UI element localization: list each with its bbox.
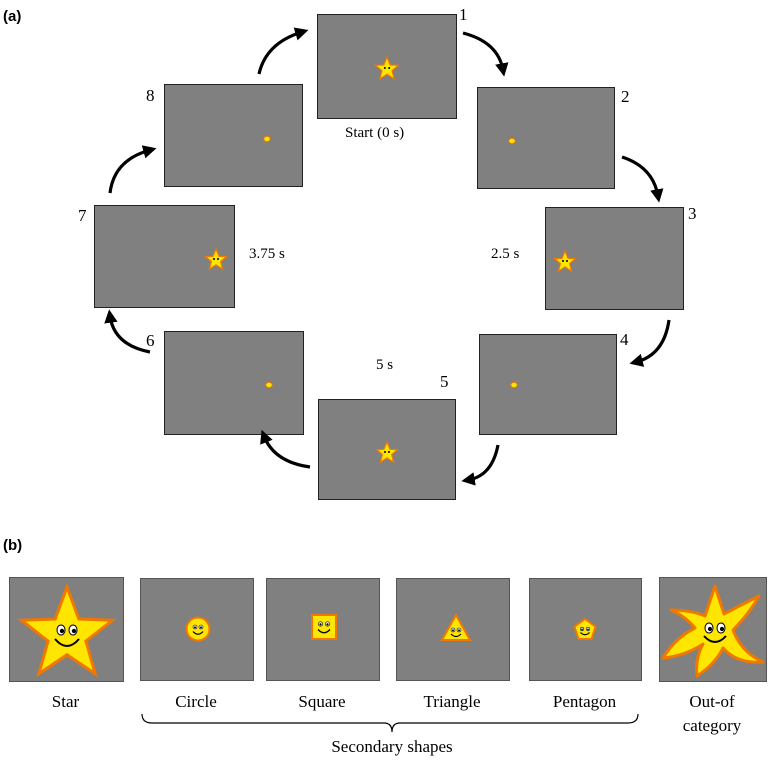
star-stimulus-icon	[373, 55, 401, 81]
triangle-icon	[440, 612, 472, 641]
arrow-5-to-6	[260, 429, 311, 469]
frame-number-2: 2	[621, 87, 630, 106]
label-star: Star	[51, 692, 80, 711]
arrow-6-to-7	[104, 309, 151, 354]
circle-box	[140, 578, 254, 681]
screen-frame-1	[317, 14, 457, 119]
arrow-2-to-3	[621, 155, 664, 203]
frame-number-4: 4	[620, 330, 629, 349]
out-of-category-icon	[661, 584, 765, 678]
frame-number-7: 7	[78, 206, 87, 225]
time-label-2-5s: 2.5 s	[491, 246, 520, 262]
label-circle: Circle	[175, 692, 217, 711]
dot-stimulus-icon	[508, 137, 516, 145]
screen-frame-4	[479, 334, 617, 435]
screen-frame-6	[164, 331, 304, 435]
star-icon	[17, 582, 117, 678]
square-box	[266, 578, 380, 681]
panel-b-label: (b)	[3, 537, 23, 554]
arrow-1-to-2	[462, 31, 509, 77]
time-label-3-75s: 3.75 s	[249, 246, 285, 262]
dot-stimulus-icon	[265, 381, 273, 389]
circle-icon	[185, 616, 211, 642]
dot-stimulus-icon	[263, 135, 271, 143]
triangle-box	[396, 578, 510, 681]
label-out-of-category-line1: Out-of	[689, 692, 735, 711]
arrow-4-to-5	[461, 444, 500, 486]
out-of-category-box	[659, 577, 767, 682]
star-stimulus-icon	[552, 249, 578, 273]
screen-frame-3	[545, 207, 684, 310]
arrow-8-to-1	[257, 27, 309, 75]
label-triangle: Triangle	[423, 692, 481, 711]
sequence-arrows	[104, 27, 671, 486]
frame-number-6: 6	[146, 331, 155, 350]
pentagon-box	[529, 578, 642, 681]
arrow-7-to-8	[108, 145, 157, 194]
star-box	[9, 577, 124, 682]
frame-number-1: 1	[459, 5, 468, 24]
frame-number-8: 8	[146, 86, 155, 105]
screen-frame-2	[477, 87, 615, 189]
screen-frame-7	[94, 205, 235, 308]
secondary-shapes-label: Secondary shapes	[331, 737, 453, 756]
screen-frame-5	[318, 399, 456, 500]
star-stimulus-icon	[203, 247, 229, 271]
label-square: Square	[298, 692, 346, 711]
time-label-5s: 5 s	[376, 357, 394, 373]
square-icon	[311, 614, 337, 640]
dot-stimulus-icon	[510, 381, 518, 389]
pentagon-icon	[573, 617, 597, 640]
panel-a-label: (a)	[3, 8, 22, 25]
star-stimulus-icon	[374, 440, 400, 464]
frame-number-3: 3	[688, 204, 697, 223]
arrow-3-to-4	[629, 319, 671, 367]
screen-frame-8	[164, 84, 303, 187]
frame-number-5: 5	[440, 372, 449, 391]
start-time-label: Start (0 s)	[345, 125, 405, 141]
label-out-of-category-line2: category	[682, 716, 742, 735]
label-pentagon: Pentagon	[552, 692, 617, 711]
